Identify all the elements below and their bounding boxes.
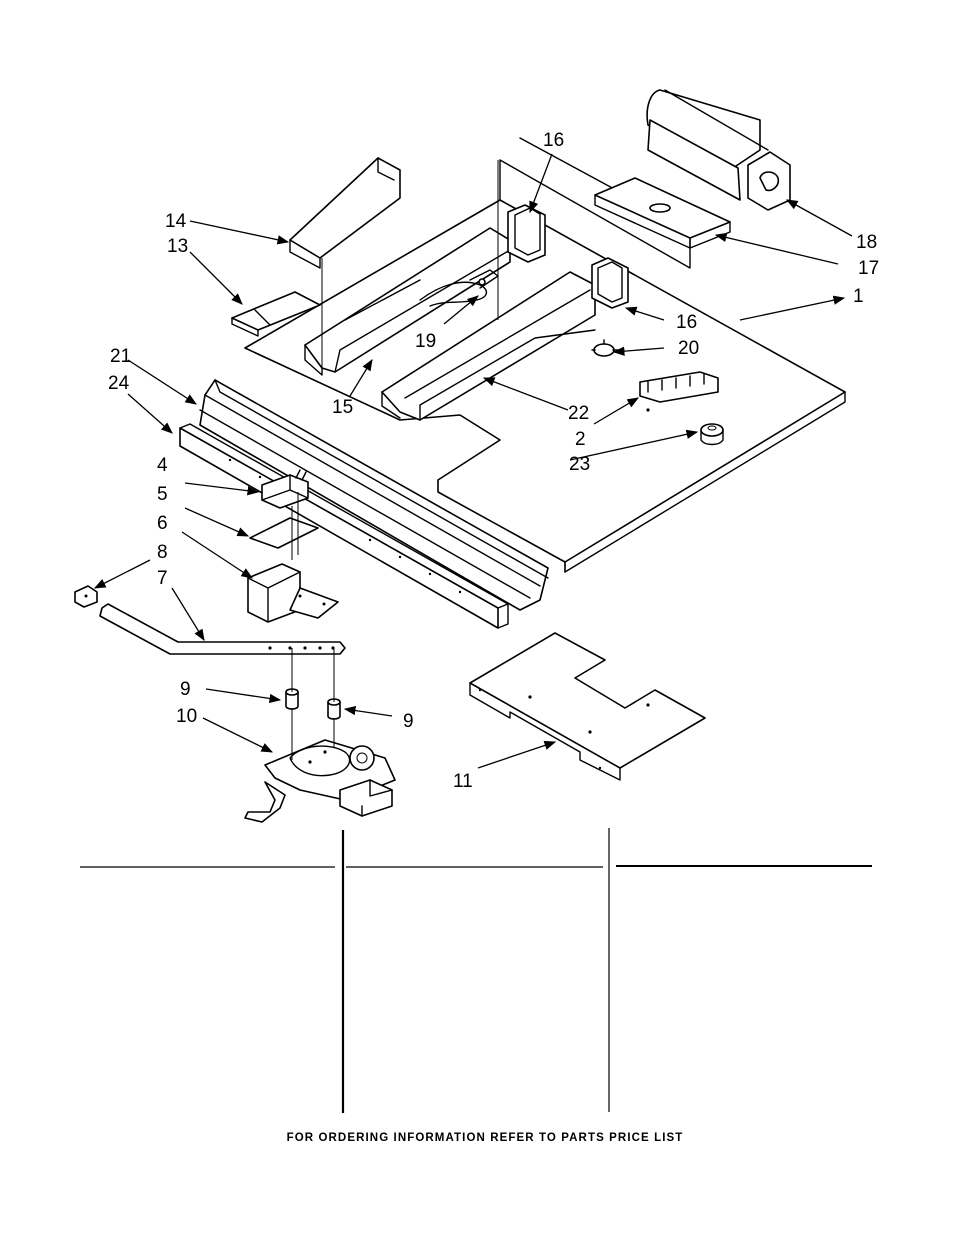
callout-13: 13 (167, 236, 188, 257)
callout-24: 24 (108, 373, 130, 394)
callout-2: 2 (575, 429, 586, 450)
callout-16-mid: 16 (676, 312, 697, 333)
callout-10: 10 (176, 706, 197, 727)
callout-14: 14 (165, 211, 187, 232)
part-10-latch-assembly (245, 740, 395, 822)
callout-19: 19 (415, 331, 436, 352)
part-8-cap (75, 586, 97, 607)
callout-20: 20 (678, 338, 699, 359)
part-18-motor (647, 90, 790, 210)
callout-23: 23 (569, 454, 590, 475)
parts-table-frame (80, 828, 872, 1113)
callout-4: 4 (157, 455, 168, 476)
part-16-spacer-lower (592, 258, 628, 308)
callout-6: 6 (157, 513, 168, 534)
callout-16-top: 16 (543, 130, 564, 151)
callout-18: 18 (856, 232, 877, 253)
ordering-info-note: FOR ORDERING INFORMATION REFER TO PARTS … (287, 1132, 684, 1144)
callout-8: 8 (157, 542, 168, 563)
callout-5: 5 (157, 484, 168, 505)
callout-1: 1 (853, 286, 864, 307)
part-5-insulator (250, 518, 318, 548)
callout-9-right: 9 (403, 711, 414, 732)
part-14-deflector (290, 158, 400, 268)
callout-22: 22 (568, 403, 589, 424)
part-6-bracket (248, 564, 338, 622)
callout-17: 17 (858, 258, 879, 279)
callout-11: 11 (453, 771, 473, 792)
part-17-bracket (595, 178, 730, 248)
part-16-spacer-upper (508, 205, 545, 262)
callout-15: 15 (332, 397, 353, 418)
callout-7: 7 (157, 568, 168, 589)
callout-9-left: 9 (180, 679, 191, 700)
callout-21: 21 (110, 346, 131, 367)
part-11-bottom-plate (470, 633, 705, 780)
